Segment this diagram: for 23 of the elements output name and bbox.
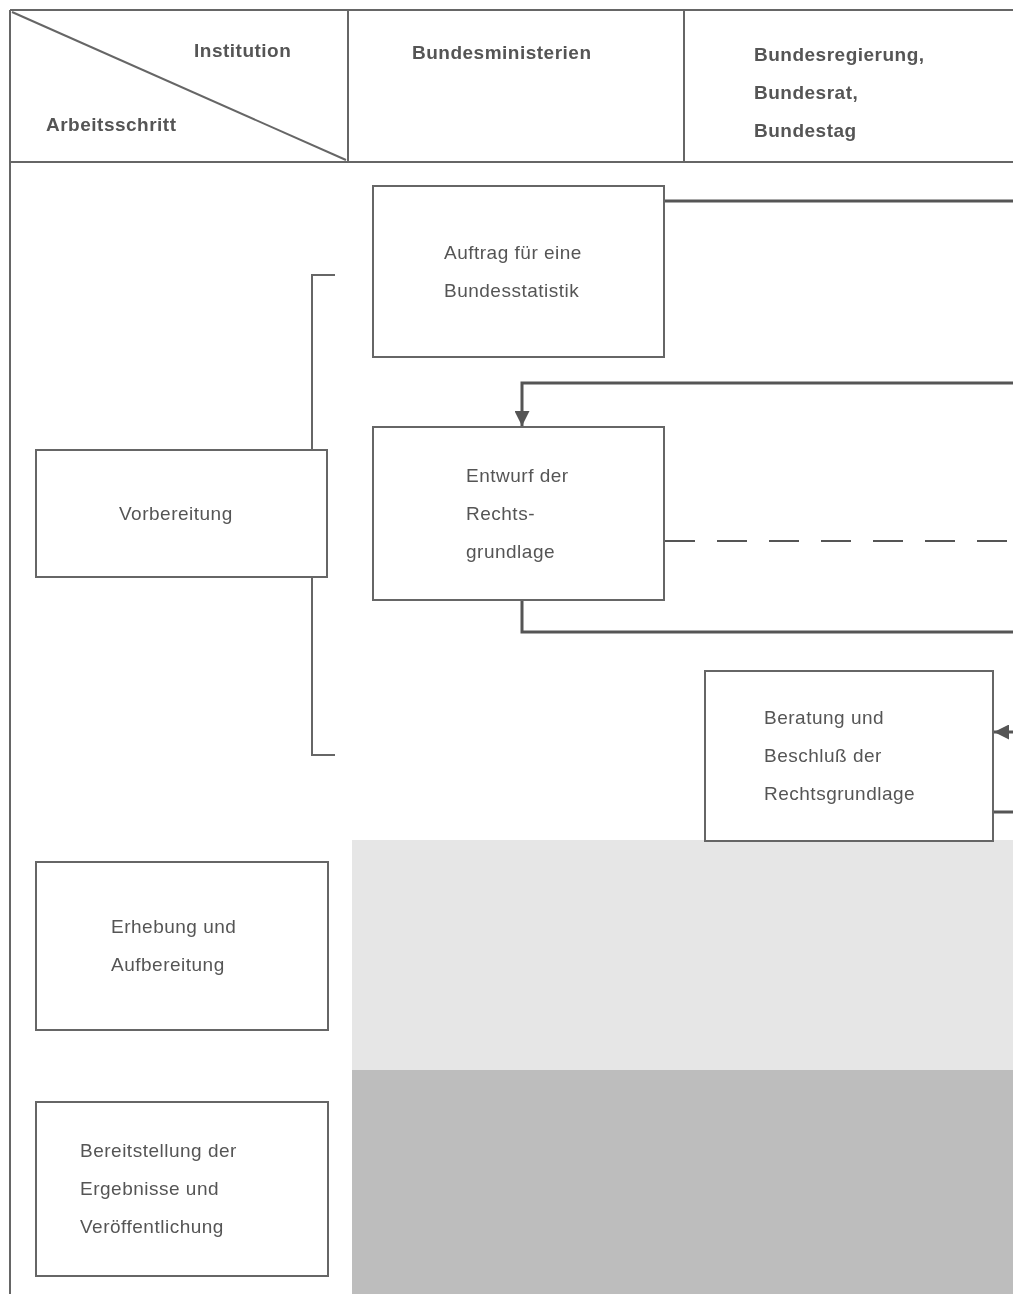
step-text: Bereitstellung der Ergebnisse und Veröffentlichung — [80, 1139, 238, 1239]
step-text: Erhebung und Aufbereitung — [111, 915, 238, 977]
process-box — [35, 861, 329, 1031]
arrow — [514, 381, 1013, 426]
shaded-band — [352, 840, 1013, 1070]
column-header: Arbeitsschritt — [46, 113, 177, 137]
connector-line — [520, 601, 1013, 634]
process-box — [35, 449, 328, 578]
shaded-band — [352, 1070, 1013, 1294]
process-box — [35, 1101, 329, 1277]
arrow — [994, 724, 1013, 740]
column-header: Bundesministerien — [412, 41, 592, 65]
connector-line — [665, 199, 1013, 203]
step-text: Beratung und Beschluß der Rechtsgrundlage — [764, 706, 917, 806]
process-box — [372, 426, 665, 601]
connector-line — [994, 810, 1013, 814]
step-text: Auftrag für eine Bundesstatistik — [444, 240, 583, 303]
process-box — [704, 670, 994, 842]
process-box — [372, 185, 665, 358]
step-text: Entwurf der Rechts- grundlage — [466, 463, 570, 564]
column-header: Institution — [194, 39, 292, 63]
step-text: Vorbereitung — [119, 501, 234, 526]
column-header: Bundesregierung, Bundesrat, Bundestag — [754, 43, 926, 143]
